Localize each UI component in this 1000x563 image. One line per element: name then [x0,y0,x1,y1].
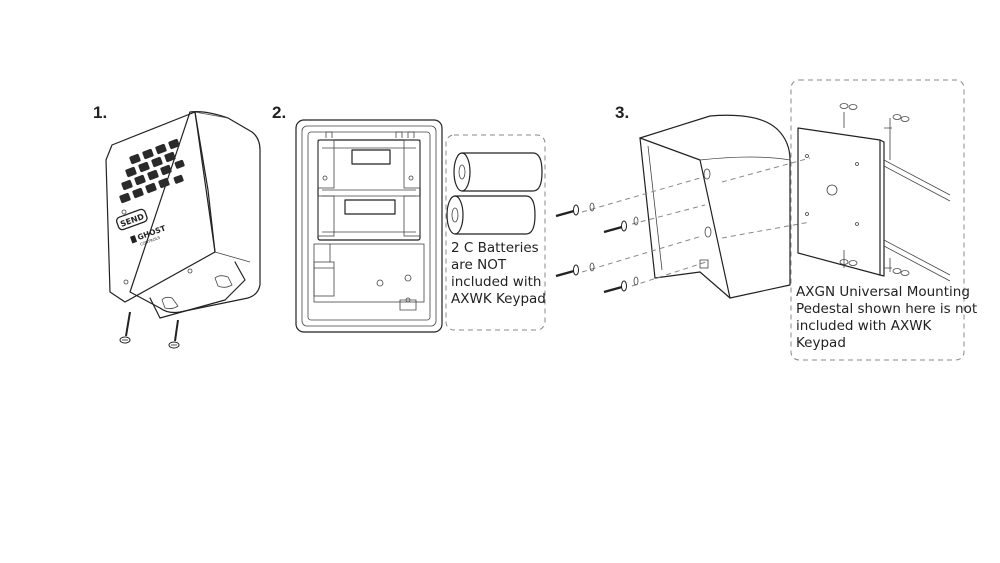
screw-icon [555,264,579,278]
washer-icon [589,202,595,212]
washer-icon [839,103,910,276]
batteries-callout [445,134,546,331]
send-button-graphic: SEND [115,208,148,231]
mounting-hood [639,114,791,299]
screw-icon [119,311,131,344]
batteries-note: 2 C Batteries are NOT included with AXWK… [451,240,546,307]
battery-icon [446,195,536,235]
step-1-label: 1. [93,103,108,122]
ghost-controls-logo: GHOST CONTROLS [129,223,168,247]
pedestal-note: AXGN Universal Mounting Pedestal shown h… [796,284,978,351]
screw-icon [168,319,180,349]
open-keypad-box [295,119,443,333]
screw-icon [603,220,627,234]
washer-icon [589,262,595,272]
washer-icon [633,276,639,286]
screw-icon [603,280,627,294]
screw-icon [555,204,579,218]
keypad-buttons [119,138,185,215]
step-2-label: 2. [272,103,287,122]
battery-icon [453,152,543,192]
step-3-label: 3. [615,103,630,122]
washer-icon [633,216,639,226]
pedestal-callout [790,79,965,361]
keypad-assembly: SEND GHOST CONTROLS [105,111,261,349]
mounting-pedestal [797,112,951,282]
